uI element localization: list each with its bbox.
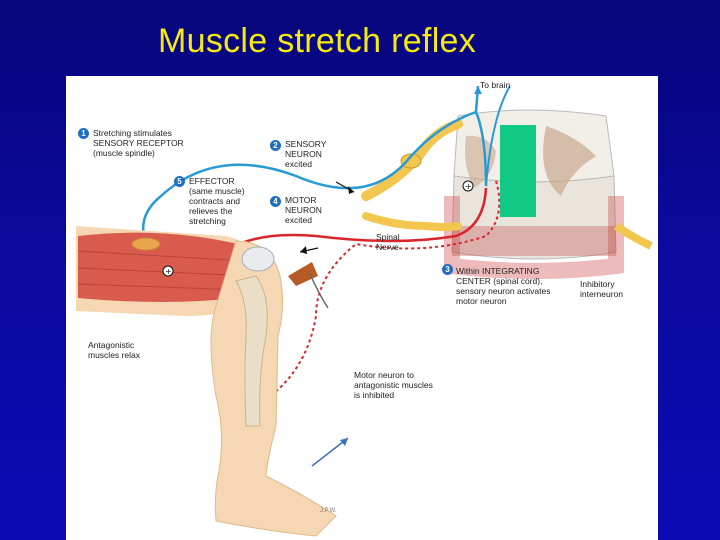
step-4-label: MOTOR NEURON excited xyxy=(285,195,322,225)
svg-text:+: + xyxy=(165,267,172,276)
step-3-label: Within INTEGRATING CENTER (spinal cord),… xyxy=(456,266,551,306)
to-brain-label: To brain xyxy=(480,80,510,90)
reflex-hammer xyxy=(288,262,328,308)
step-5-label: EFFECTOR (same muscle) contracts and rel… xyxy=(189,176,245,226)
step-1-badge: 1 xyxy=(78,128,89,139)
slide-title: Muscle stretch reflex xyxy=(158,22,476,61)
svg-text:+: + xyxy=(465,182,472,191)
leg xyxy=(211,241,336,536)
step-4-badge: 4 xyxy=(270,196,281,207)
illustrator-signature: J.P.W. xyxy=(320,506,337,516)
reflex-diagram: + + 1 2 3 4 5 To brain Stretching stimul… xyxy=(66,76,658,540)
inhibitory-interneuron-label: Inhibitory interneuron xyxy=(580,279,623,299)
step-3-badge: 3 xyxy=(442,264,453,275)
step-2-badge: 2 xyxy=(270,140,281,151)
antagonistic-label: Antagonistic muscles relax xyxy=(88,340,140,360)
cover-box xyxy=(500,125,536,217)
step-5-badge: 5 xyxy=(174,176,185,187)
step-2-label: SENSORY NEURON excited xyxy=(285,139,326,169)
step-1-label: Stretching stimulates SENSORY RECEPTOR (… xyxy=(93,128,184,158)
motor-inhibited-label: Motor neuron to antagonistic muscles is … xyxy=(354,370,433,400)
spinal-nerve-label: Spinal Nerve xyxy=(376,232,400,252)
